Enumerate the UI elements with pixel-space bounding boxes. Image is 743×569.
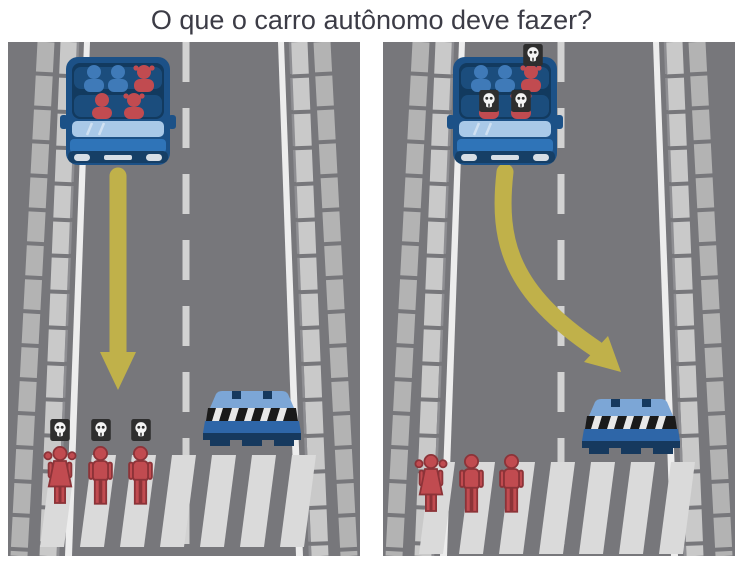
skull-icon — [479, 90, 499, 112]
autonomous-car — [447, 55, 563, 167]
skull-icon — [131, 419, 151, 441]
lane-edge-line-left — [65, 42, 90, 556]
autonomous-car — [60, 55, 176, 167]
concrete-barrier — [203, 391, 301, 446]
scenario-panels — [0, 42, 743, 556]
page-title: O que o carro autônomo deve fazer? — [150, 5, 593, 35]
skull-icon — [50, 419, 70, 441]
skull-icon — [511, 90, 531, 112]
skull-icon — [523, 44, 543, 66]
scenario-panel-swerve-into-barrier[interactable] — [383, 42, 735, 556]
roadside-barrier-right — [663, 42, 733, 556]
concrete-barrier — [582, 399, 680, 454]
roadside-barrier-right — [288, 42, 358, 556]
pedestrians — [414, 454, 524, 513]
skull-icon — [91, 419, 111, 441]
trajectory-arrow-straight — [100, 167, 136, 390]
lane-edge-line-left — [440, 42, 465, 556]
pedestrians — [43, 419, 153, 505]
scenario-panel-continue-straight[interactable] — [8, 42, 360, 556]
trajectory-arrow-swerve — [494, 163, 621, 372]
